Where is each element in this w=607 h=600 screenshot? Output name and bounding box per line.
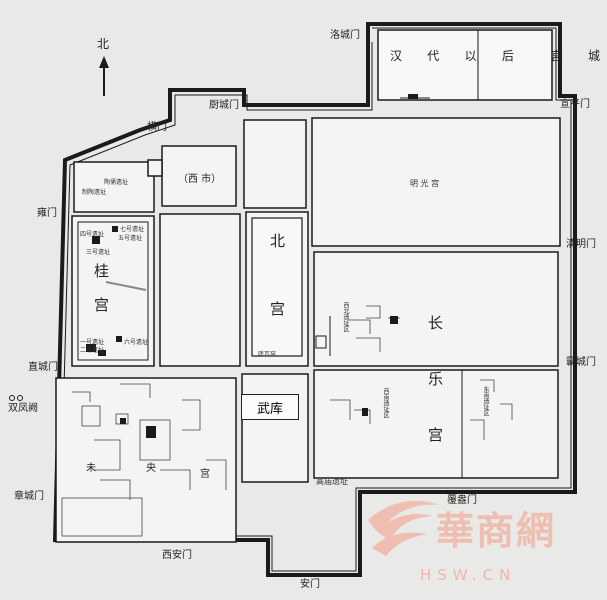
taoyao-label: 陶俑遗址 [104,179,129,186]
site-3-label: 三号遗址 [86,249,111,256]
changle-south-block [313,369,559,479]
later-palace-label: 汉 代 以 后 宫 城 [390,49,603,63]
dongnan-label: 东南遗址区 [482,386,489,416]
watermark-url: HSW.CN [420,566,517,584]
site-4-label: 四号遗址 [80,231,105,238]
guigong-label-1: 桂 [94,262,110,280]
gate-qingming: 清明门 [566,239,596,250]
gate-zhangcheng: 章城门 [14,491,44,502]
changle-north-block [313,251,559,367]
guigong-block [71,215,155,367]
zhuanwa-label: 砖瓦窑 [258,351,277,358]
gate-fuang: 覆盎门 [447,495,477,506]
north-label: 北 [97,37,110,51]
gate-heng: 横门 [147,122,167,133]
xishi-label: （西 市） [178,174,222,185]
site-5-label: 五号遗址 [118,235,143,242]
block-a [243,119,307,209]
workshop-block [73,161,155,213]
site-2-label: 二号遗址 [80,347,105,354]
wuku-label: 武库 [241,394,299,420]
block-b [159,213,241,367]
weiyang-label-3: 宫 [200,469,210,480]
watermark-brand: 華商網 [436,509,557,553]
later-palace-block [377,29,553,101]
gaomiao-label: 高庙遗址 [316,477,348,486]
gate-yong: 雍门 [37,208,57,219]
guigong-label-2: 宫 [94,296,110,314]
weiyang-label-1: 未 [86,463,96,474]
xishi-block [161,145,237,207]
gate-xian: 西安门 [162,550,192,561]
gate-xuanping: 宣平门 [560,99,590,110]
gate-chucheng: 厨城门 [209,100,239,111]
site-6-label: 六号遗址 [124,339,149,346]
heng-gate-square [147,159,163,177]
zhitao-label: 制陶遗址 [82,189,107,196]
weiyang-label-2: 央 [146,463,156,474]
changle-label-2: 乐 [428,370,444,388]
gate-bacheng: 霸城门 [566,357,596,368]
gate-zhicheng: 直城门 [28,362,58,373]
city-wall [52,22,577,577]
shuangfeng-label: 双凤阙 [8,403,38,414]
beigong-label-1: 北 [270,232,286,250]
gate-an: 安门 [300,579,320,590]
wuku-area [241,373,309,483]
changle-label-1: 长 [428,314,444,332]
gate-luocheng: 洛城门 [330,30,360,41]
mingguang-block [311,117,561,247]
changle-label-3: 宫 [428,426,444,444]
mingguang-label: 明 光 宫 [410,179,440,188]
xinan-label: 西南遗址区 [382,388,389,418]
site-7-label: 七号遗址 [120,226,145,233]
xibei-label: 西北遗址区 [342,302,349,332]
watermark-logo [368,500,440,556]
site-1-label: 一号遗址 [80,339,105,346]
beigong-label-2: 宫 [270,300,286,318]
